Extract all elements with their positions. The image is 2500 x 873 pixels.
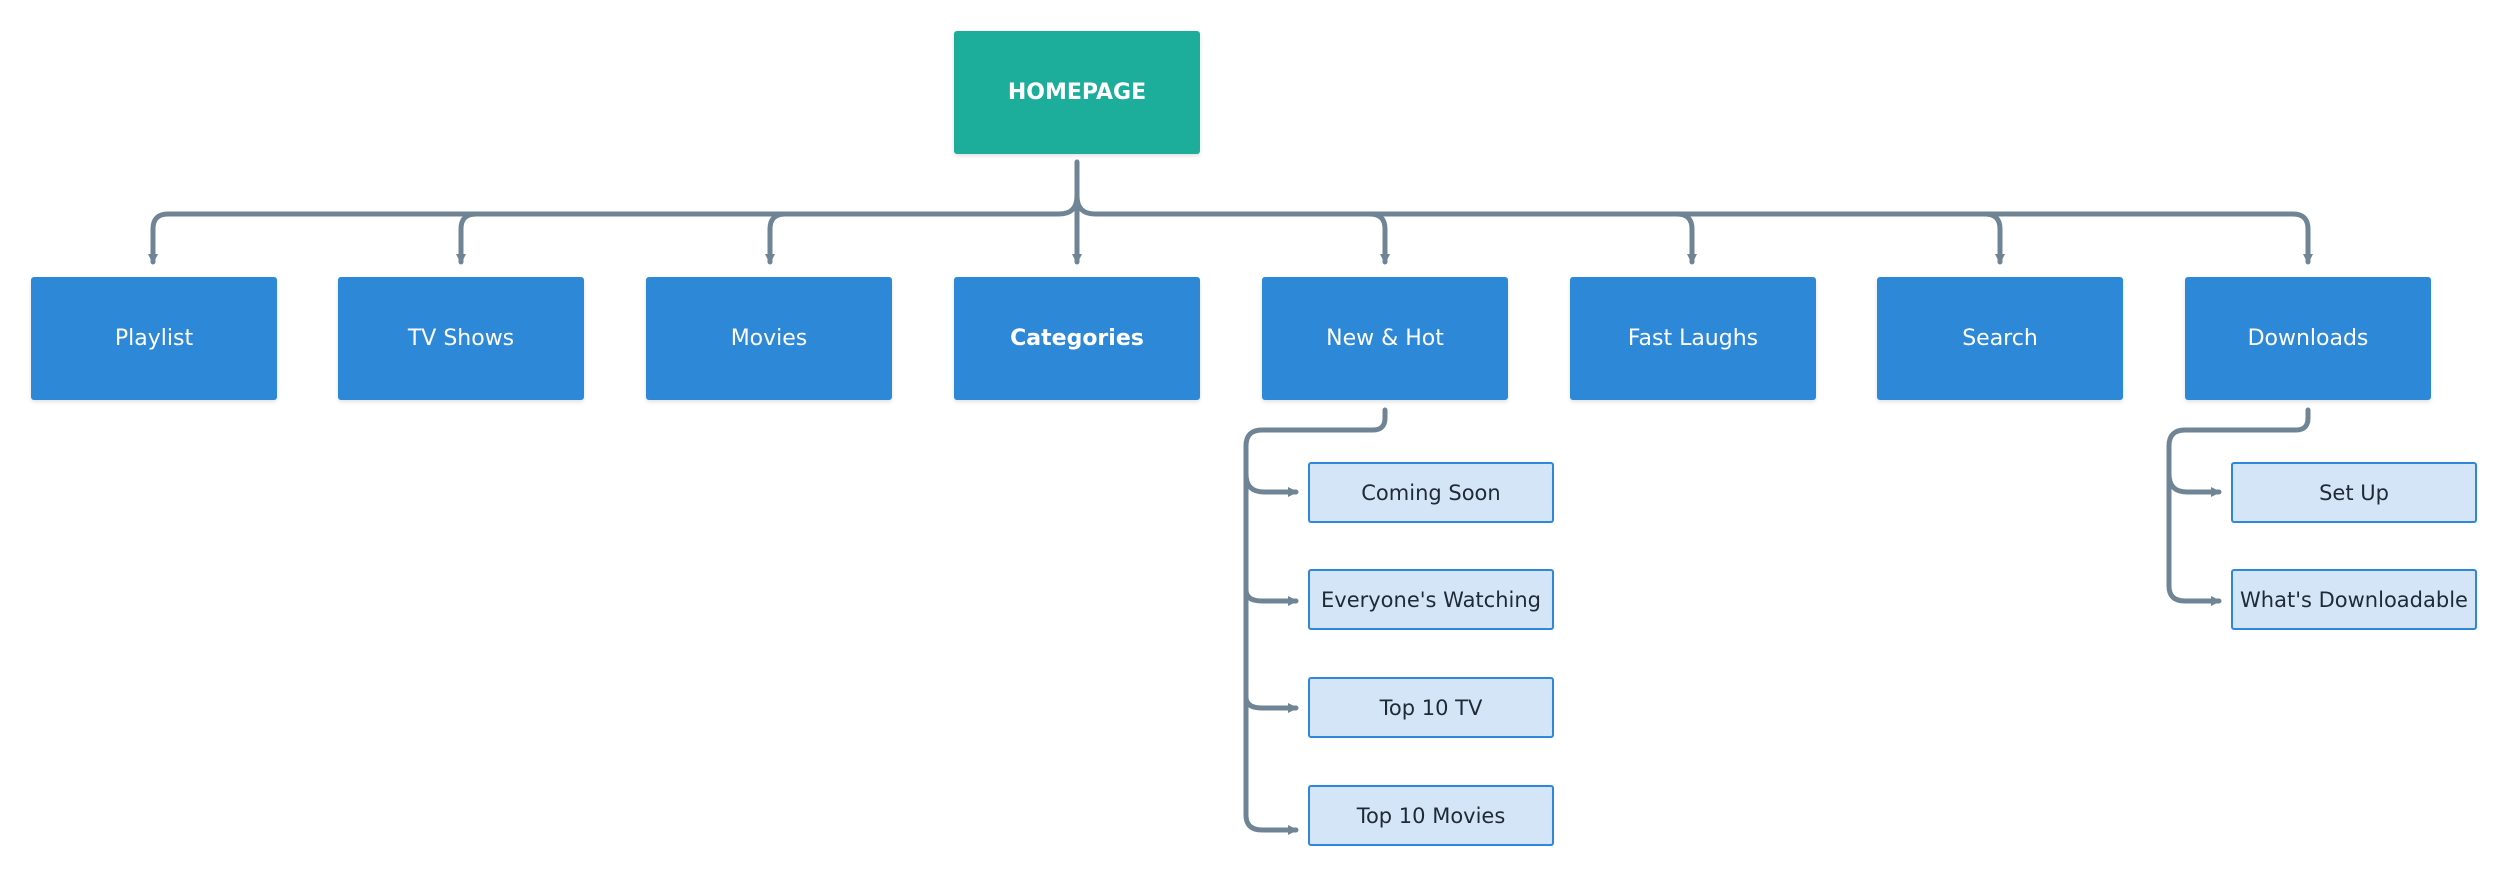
new-hot-trunk [1243, 407, 1388, 835]
node-movies: Movies [646, 277, 892, 400]
node-playlist: Playlist [31, 277, 277, 400]
connector-movies [765, 211, 1062, 265]
node-coming-soon: Coming Soon [1308, 462, 1554, 523]
connector-tv-shows [456, 211, 1062, 265]
downloads-trunk [2166, 407, 2311, 606]
node-everyones-watching: Everyone's Watching [1308, 569, 1554, 630]
connector-new-hot [1367, 211, 1390, 265]
node-tv-shows: TV Shows [338, 277, 584, 400]
root-node-homepage: HOMEPAGE [954, 31, 1200, 154]
connector-set-up [2166, 471, 2222, 497]
node-top-10-tv: Top 10 TV [1308, 677, 1554, 738]
connector-search [1982, 211, 2005, 265]
node-fast-laughs: Fast Laughs [1570, 277, 1816, 400]
connector-fast-laughs [1674, 211, 1697, 265]
node-whats-downloadable: What's Downloadable [2231, 569, 2477, 630]
node-new-hot: New & Hot [1262, 277, 1508, 400]
connector-top10tv [1243, 694, 1299, 713]
node-set-up: Set Up [2231, 462, 2477, 523]
connector-right [1074, 193, 2313, 265]
node-top-10-movies: Top 10 Movies [1308, 785, 1554, 846]
connector-coming-soon [1243, 471, 1299, 497]
node-search: Search [1877, 277, 2123, 400]
node-categories: Categories [954, 277, 1200, 400]
connector-everyones-watching [1243, 587, 1299, 606]
node-downloads: Downloads [2185, 277, 2431, 400]
